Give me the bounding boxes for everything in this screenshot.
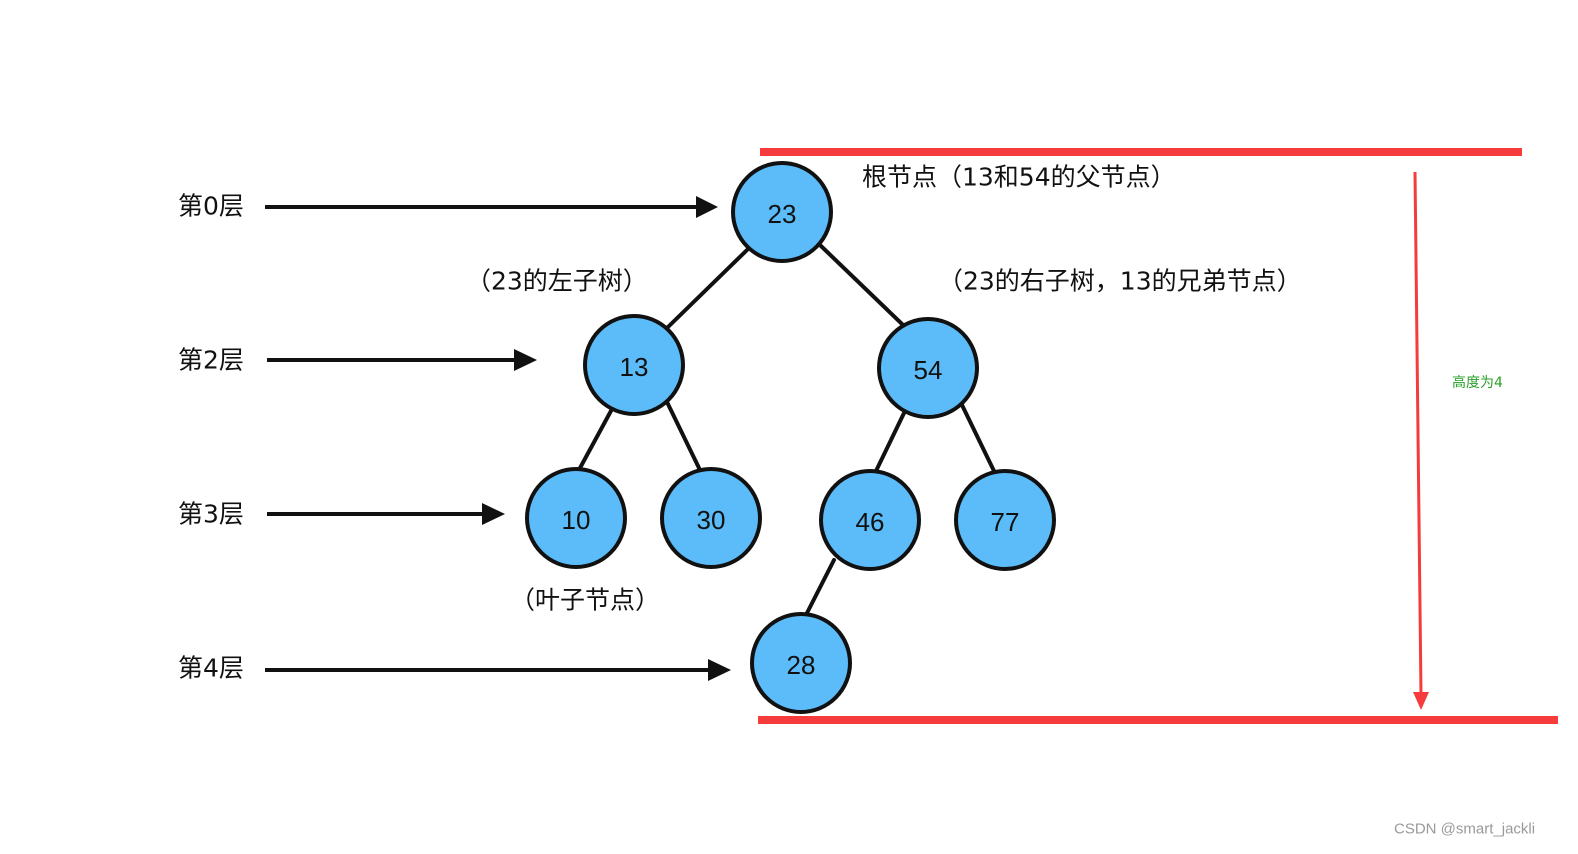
- right-subtree-annotation: （23的右子树，13的兄弟节点）: [938, 267, 1302, 296]
- tree-node-13: 13: [583, 314, 685, 416]
- left-subtree-annotation: （23的左子树）: [466, 267, 648, 296]
- node-value: 77: [991, 507, 1020, 537]
- leaf-annotation: （叶子节点）: [510, 586, 660, 615]
- level-label-3: 第3层: [178, 500, 244, 529]
- level-3-arrow-head-icon: [482, 503, 505, 525]
- watermark: CSDN @smart_jackli: [1394, 821, 1535, 838]
- tree-node-54: 54: [877, 317, 979, 419]
- tree-node-10: 10: [525, 467, 627, 569]
- level-label-0: 第0层: [178, 192, 244, 221]
- node-value: 46: [856, 507, 885, 537]
- edge-46-28: [805, 558, 836, 615]
- edge-13-30: [665, 400, 701, 470]
- node-value: 13: [620, 352, 649, 382]
- edge-13-10: [578, 407, 614, 470]
- height-arrow-line: [1413, 171, 1423, 695]
- height-arrow-head-icon: [1413, 692, 1429, 710]
- height-label: 高度为4: [1452, 374, 1503, 391]
- tree-node-28: 28: [750, 612, 852, 714]
- node-value: 23: [768, 199, 797, 229]
- level-2-arrow-head-icon: [514, 349, 537, 371]
- tree-node-46: 46: [819, 469, 921, 571]
- tree-node-77: 77: [954, 469, 1056, 571]
- node-value: 28: [787, 650, 816, 680]
- edge-23-13: [666, 248, 749, 329]
- level-label-4: 第4层: [178, 654, 244, 683]
- edge-54-77: [960, 403, 996, 473]
- tree-node-30: 30: [660, 467, 762, 569]
- edge-54-46: [874, 409, 907, 473]
- node-value: 54: [914, 355, 943, 385]
- root-annotation: 根节点（13和54的父节点）: [862, 163, 1176, 192]
- node-value: 10: [562, 505, 591, 535]
- edge-23-54: [819, 244, 904, 326]
- tree-node-23: 23: [731, 161, 833, 263]
- level-0-arrow-head-icon: [696, 196, 718, 218]
- node-value: 30: [697, 505, 726, 535]
- level-label-2: 第2层: [178, 346, 244, 375]
- level-4-arrow-head-icon: [708, 659, 731, 681]
